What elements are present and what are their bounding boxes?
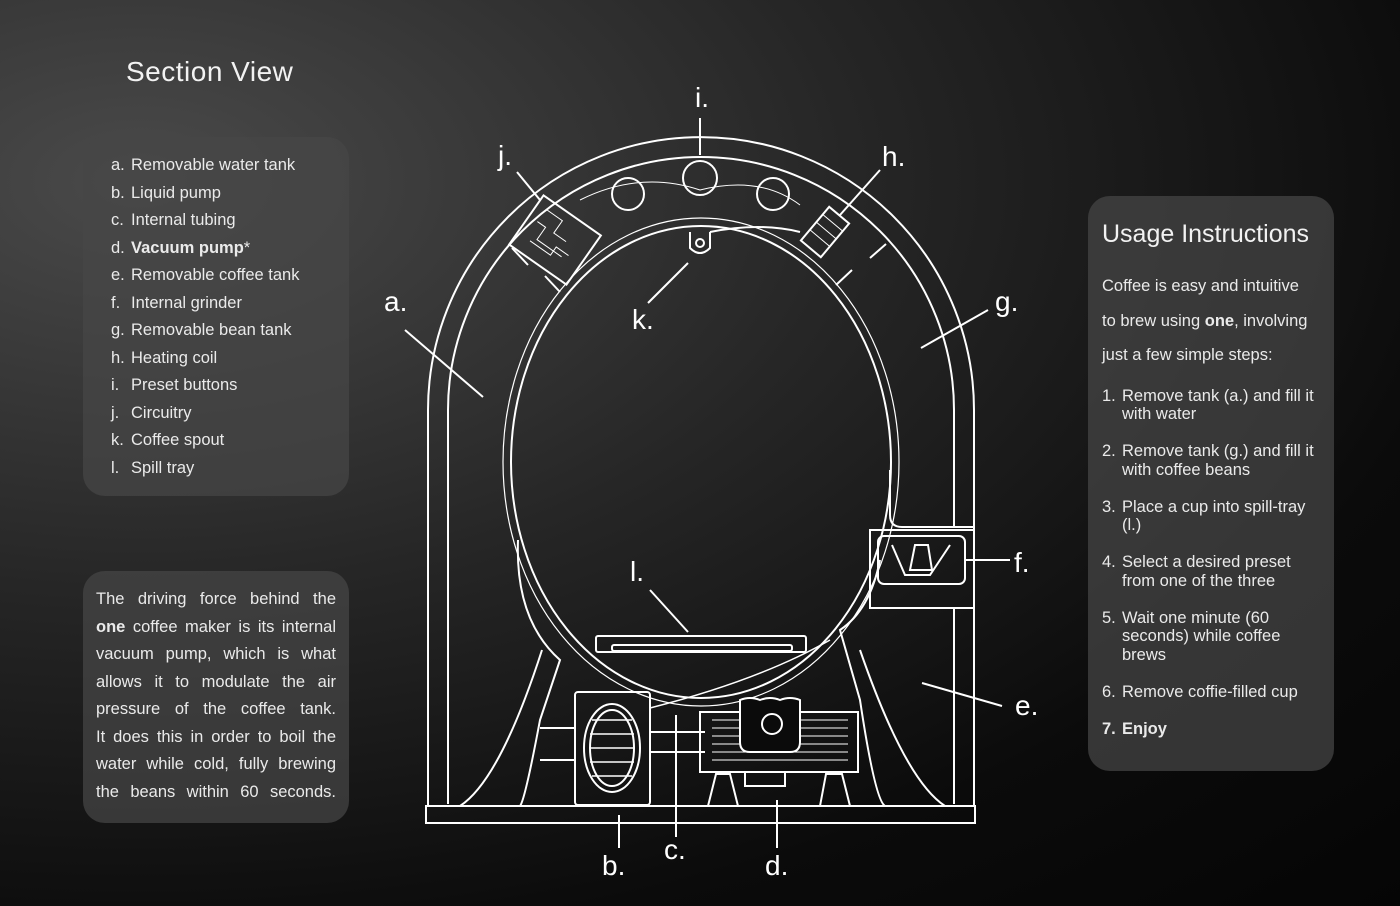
- grinder-box: [869, 529, 975, 609]
- coffee-spout: [689, 226, 801, 254]
- usage-title: Usage Instructions: [1102, 220, 1310, 248]
- description-line: the beans within 60 seconds.: [96, 782, 336, 801]
- legend-item: d.Vacuum pump*: [111, 238, 251, 257]
- legend-item: k.Coffee spout: [111, 431, 225, 449]
- preset-button-2: [682, 160, 718, 196]
- page-title: Section View: [126, 56, 294, 87]
- legend-panel: a.Removable water tank b.Liquid pump c.Int…: [83, 137, 349, 496]
- description-line: vacuum pump, which is what: [96, 645, 336, 663]
- label-d: d.: [765, 850, 788, 881]
- usage-intro: Coffee is easy and intuitive to brew usi…: [1102, 277, 1308, 364]
- description-line: water while cold, fully brewing: [96, 755, 336, 773]
- label-e: e.: [1015, 690, 1038, 721]
- label-f: f.: [1014, 547, 1030, 578]
- usage-step: 3.Place a cup into spill-tray (l.): [1102, 497, 1306, 535]
- label-i: i.: [695, 82, 709, 113]
- brew-chamber: [510, 225, 892, 699]
- legend-item: c.Internal tubing: [111, 211, 236, 229]
- preset-button-3: [756, 177, 790, 211]
- label-k: k.: [632, 304, 654, 335]
- usage-step: 1.Remove tank (a.) and fill it with wate…: [1102, 386, 1314, 424]
- inner-shell: [447, 156, 955, 804]
- label-j: j.: [497, 140, 512, 171]
- vacuum-block: [574, 691, 651, 806]
- brand-name: one: [96, 617, 126, 636]
- label-a: a.: [384, 286, 407, 317]
- legend-item: f.Internal grinder: [111, 293, 242, 312]
- description-panel: The driving force behind the one coffee …: [83, 571, 349, 823]
- legend-item: i.Preset buttons: [111, 376, 238, 394]
- label-h: h.: [882, 141, 905, 172]
- description-line: It does this in order to boil the: [96, 727, 336, 746]
- label-g: g.: [995, 286, 1018, 317]
- usage-step: 2.Remove tank (g.) and fill it with coff…: [1102, 442, 1314, 479]
- preset-button-1: [611, 177, 645, 211]
- leader-lines: [404, 118, 1010, 848]
- usage-step: 4.Select a desired preset from one of th…: [1102, 553, 1291, 590]
- heating-coil: [799, 205, 851, 259]
- usage-step: 6.Remove coffie-filled cup: [1102, 682, 1298, 701]
- description-line: allows it to modulate the air: [96, 672, 336, 691]
- description-line: one coffee maker is its internal: [96, 617, 336, 636]
- base-plate: [425, 805, 976, 824]
- legend-item: a.Removable water tank: [111, 156, 296, 174]
- legend-item: h.Heating coil: [111, 348, 218, 367]
- legend-item: b.Liquid pump: [111, 183, 221, 202]
- legend-item: j.Circuitry: [111, 403, 192, 422]
- description-line: pressure of the coffee tank.: [96, 700, 336, 718]
- legend-item: g.Removable bean tank: [111, 321, 292, 339]
- usage-step: 7.Enjoy: [1102, 719, 1167, 738]
- label-b: b.: [602, 850, 625, 881]
- label-l: l.: [630, 556, 644, 587]
- label-c: c.: [664, 834, 686, 865]
- description-line: The driving force behind the: [96, 590, 336, 608]
- circuit-board: [507, 193, 603, 287]
- usage-panel: Usage Instructions Coffee is easy and in…: [1088, 196, 1334, 771]
- legend-item: l.Spill tray: [111, 458, 195, 477]
- legend-item: e.Removable coffee tank: [111, 266, 300, 284]
- usage-step: 5.Wait one minute (60 seconds) while cof…: [1102, 608, 1281, 664]
